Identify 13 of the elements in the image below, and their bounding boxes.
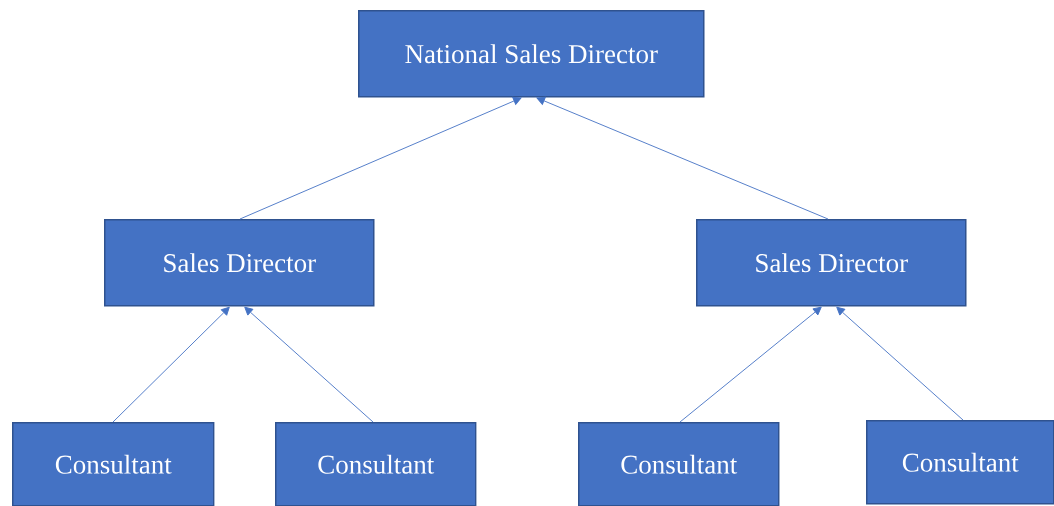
org-box: Sales Director bbox=[696, 219, 967, 307]
org-box: Sales Director bbox=[104, 219, 375, 307]
org-box: Consultant bbox=[578, 422, 780, 506]
org-box: Consultant bbox=[866, 420, 1054, 505]
org-box: Consultant bbox=[12, 422, 215, 506]
arrow bbox=[679, 306, 822, 423]
arrow bbox=[536, 96, 829, 220]
org-box: National Sales Director bbox=[358, 10, 705, 98]
arrow bbox=[239, 96, 522, 220]
org-box: Consultant bbox=[275, 422, 477, 506]
arrow bbox=[244, 306, 374, 423]
arrow bbox=[112, 306, 230, 423]
arrow bbox=[836, 306, 964, 421]
